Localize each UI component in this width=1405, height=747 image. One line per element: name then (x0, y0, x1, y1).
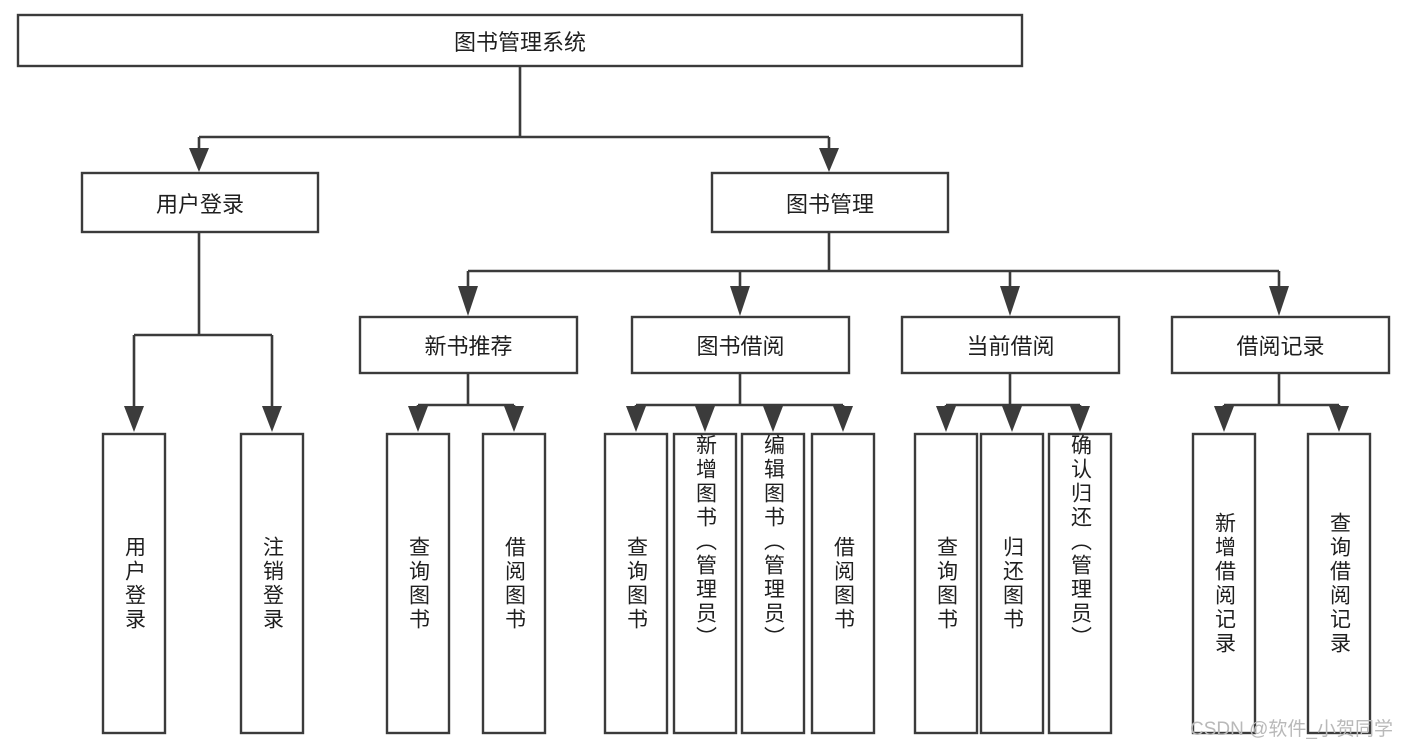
node-current-borrow[interactable] (900, 315, 1121, 375)
arrowhead-br-leaf-1 (1214, 406, 1234, 432)
leaf-box-logout[interactable] (239, 432, 305, 735)
arrowhead-nbr-leaf-2 (504, 406, 524, 432)
leaf-box-bb-borrow-book[interactable] (810, 432, 876, 735)
arrowhead-cb-leaf-1 (936, 406, 956, 432)
node-book-borrow[interactable] (630, 315, 851, 375)
leaf-box-cb-query-book[interactable] (913, 432, 979, 735)
arrowhead-bb-leaf-4 (833, 406, 853, 432)
leaf-box-br-query-record[interactable] (1306, 432, 1372, 735)
arrowhead-bb-leaf-1 (626, 406, 646, 432)
node-borrow-records[interactable] (1170, 315, 1391, 375)
arrowhead-book-management (819, 148, 839, 172)
arrowhead-br-leaf-2 (1329, 406, 1349, 432)
leaf-box-cb-confirm-return[interactable] (1047, 432, 1113, 735)
arrowhead-bb-leaf-3 (763, 406, 783, 432)
arrowhead-bb-leaf-2 (695, 406, 715, 432)
arrowhead-book-borrow (730, 286, 750, 316)
arrowhead-leaf-logout (262, 406, 282, 432)
arrowhead-current-borrow (1000, 286, 1020, 316)
leaf-box-nbr-query-book[interactable] (385, 432, 451, 735)
leaf-box-user-login[interactable] (101, 432, 167, 735)
arrowhead-borrow-records (1269, 286, 1289, 316)
node-root-book-management-system[interactable] (16, 13, 1024, 68)
node-book-management[interactable] (710, 171, 950, 234)
arrowhead-cb-leaf-2 (1002, 406, 1022, 432)
arrowhead-cb-leaf-3 (1070, 406, 1090, 432)
node-new-book-recommend[interactable] (358, 315, 579, 375)
arrowhead-user-login (189, 148, 209, 172)
leaf-box-bb-query-book[interactable] (603, 432, 669, 735)
leaf-box-bb-edit-book[interactable] (740, 432, 806, 735)
leaf-box-br-add-record[interactable] (1191, 432, 1257, 735)
arrowhead-leaf-user-login (124, 406, 144, 432)
leaf-box-nbr-borrow-book[interactable] (481, 432, 547, 735)
leaf-box-bb-add-book[interactable] (672, 432, 738, 735)
node-user-login[interactable] (80, 171, 320, 234)
arrowhead-nbr-leaf-1 (408, 406, 428, 432)
leaf-box-cb-return-book[interactable] (979, 432, 1045, 735)
arrowhead-new-book-recommend (458, 286, 478, 316)
